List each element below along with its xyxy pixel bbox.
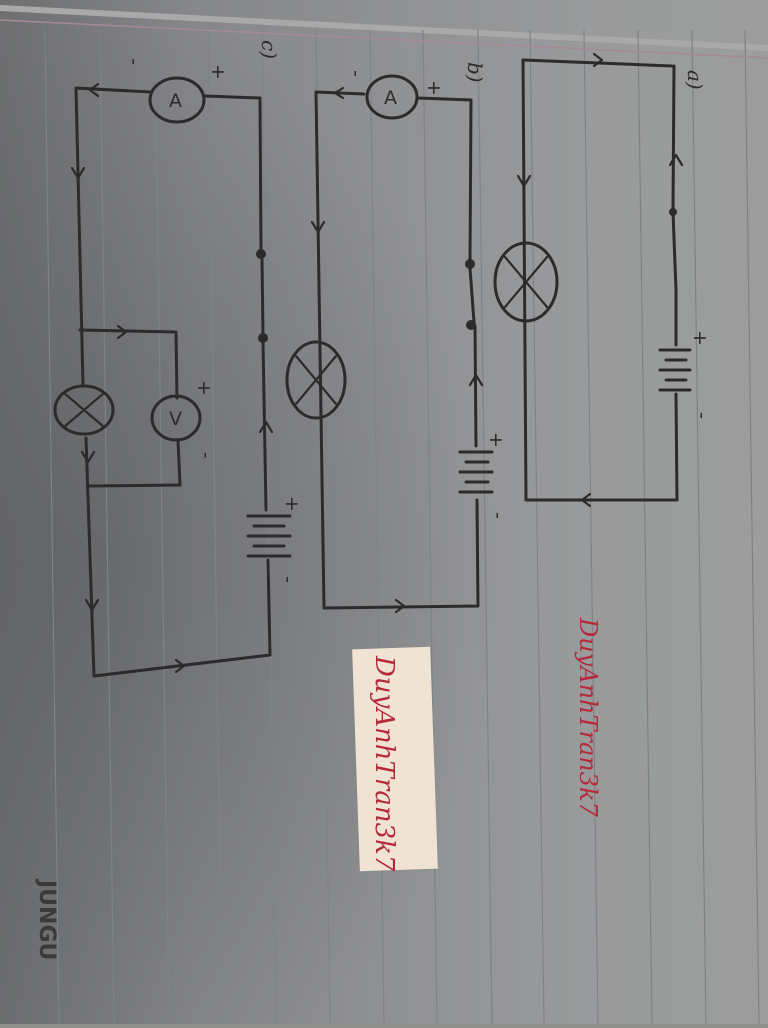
- circuit-c-ammeter-minus: -: [123, 58, 145, 65]
- circuit-c-arrow-bottom: [174, 658, 186, 674]
- circuit-c-wire-left-top: [74, 86, 152, 387]
- ruled-line: [207, 29, 223, 1025]
- circuit-a-arrow-bottom: [580, 492, 592, 508]
- circuit-c-arrow-left-bottom: [84, 598, 100, 612]
- circuit-b-lamp: [285, 340, 347, 420]
- circuit-c-arrow-left: [70, 166, 86, 180]
- circuit-c-label: c): [257, 40, 281, 59]
- circuit-b-arrow-left: [310, 220, 326, 234]
- circuit-a-arrow-left: [516, 174, 532, 188]
- circuit-a-wire-outer: [521, 58, 679, 502]
- circuit-c-voltmeter-wire-bottom: [86, 438, 182, 488]
- circuit-b-battery-plus: +: [485, 432, 507, 448]
- footer-brand: JUNGU: [34, 878, 59, 960]
- circuit-b-arrow-top: [333, 86, 345, 100]
- circuit-a-label: a): [683, 70, 707, 90]
- circuit-b-label: b): [463, 62, 487, 83]
- circuit-b: b) A + - + -: [285, 62, 509, 614]
- circuit-c-voltmeter-minus: -: [195, 452, 217, 459]
- circuit-a-battery: [658, 348, 692, 392]
- circuit-a-switch: [671, 210, 678, 292]
- ruled-line: [99, 29, 115, 1025]
- circuit-c-battery: [246, 514, 292, 558]
- circuit-b-wire-right-top: [416, 96, 473, 264]
- circuit-b-ammeter-label: A: [384, 87, 397, 109]
- circuit-a-arrow-top: [592, 52, 604, 68]
- circuit-b-switch: [468, 266, 476, 324]
- circuit-c-voltmeter: [150, 394, 202, 442]
- circuit-c-battery-plus: +: [281, 496, 303, 512]
- circuit-b-ammeter-minus: -: [345, 70, 367, 77]
- circuit-c-voltmeter-label: V: [169, 408, 182, 430]
- circuit-c-arrow-voltmeter: [116, 324, 128, 340]
- circuit-b-battery: [458, 450, 494, 494]
- circuit-a-battery-minus: -: [691, 412, 713, 419]
- circuit-c-ammeter-label: A: [169, 90, 182, 112]
- circuit-c: c) A + - V + - + -: [53, 40, 303, 678]
- circuit-c-arrow-top: [88, 82, 100, 98]
- ruled-line: [691, 29, 707, 1025]
- circuit-b-ammeter: [365, 74, 419, 120]
- circuit-c-wire-right-top: [203, 94, 263, 252]
- ruled-line: [477, 29, 493, 1025]
- circuit-a: a) + -: [493, 52, 713, 508]
- circuit-c-arrow-right: [258, 420, 274, 434]
- ruled-line: [583, 29, 599, 1025]
- circuit-b-arrow-right: [468, 373, 484, 387]
- circuit-b-wire-right-mid: [473, 324, 478, 448]
- ruled-line: [44, 29, 60, 1025]
- circuit-c-voltmeter-wire-top: [78, 328, 179, 400]
- ruled-line: [744, 29, 760, 1025]
- circuit-c-lamp: [53, 384, 115, 436]
- circuit-b-ammeter-plus: +: [423, 80, 445, 96]
- circuit-c-ammeter-plus: +: [207, 64, 229, 80]
- watermark-sticker-text: DuyAnhTran3k7: [369, 655, 399, 872]
- ruled-line: [154, 29, 170, 1025]
- circuit-c-switch: [260, 256, 265, 337]
- circuit-a-switch-contact-top: [669, 208, 677, 216]
- circuit-b-battery-minus: -: [487, 512, 509, 519]
- circuit-b-arrow-bottom: [394, 598, 406, 614]
- circuit-c-ammeter: [148, 76, 206, 124]
- circuit-b-wire-outer: [314, 90, 480, 610]
- circuit-c-switch-contact-bottom: [258, 333, 268, 343]
- circuit-a-battery-plus: +: [689, 330, 711, 346]
- watermark-upper: DuyAnhTran3k7: [574, 617, 602, 818]
- circuit-c-arrow-left-low: [80, 450, 96, 464]
- ruled-line: [529, 29, 545, 1025]
- circuit-a-arrow-right: [668, 153, 684, 167]
- circuit-c-battery-minus: -: [277, 576, 299, 583]
- circuit-c-voltmeter-plus: +: [193, 380, 215, 396]
- paper-top-edge: [0, 5, 768, 51]
- circuit-a-wire-right-top: [671, 64, 676, 212]
- watermark-sticker: DuyAnhTran3k7: [352, 646, 438, 872]
- circuit-c-switch-contact-top: [256, 249, 266, 259]
- circuit-b-switch-contact-top: [465, 259, 475, 269]
- margin-line: [0, 19, 768, 59]
- circuit-a-lamp: [493, 241, 559, 323]
- circuit-b-switch-contact-bottom: [466, 320, 476, 330]
- ruled-line: [637, 29, 653, 1025]
